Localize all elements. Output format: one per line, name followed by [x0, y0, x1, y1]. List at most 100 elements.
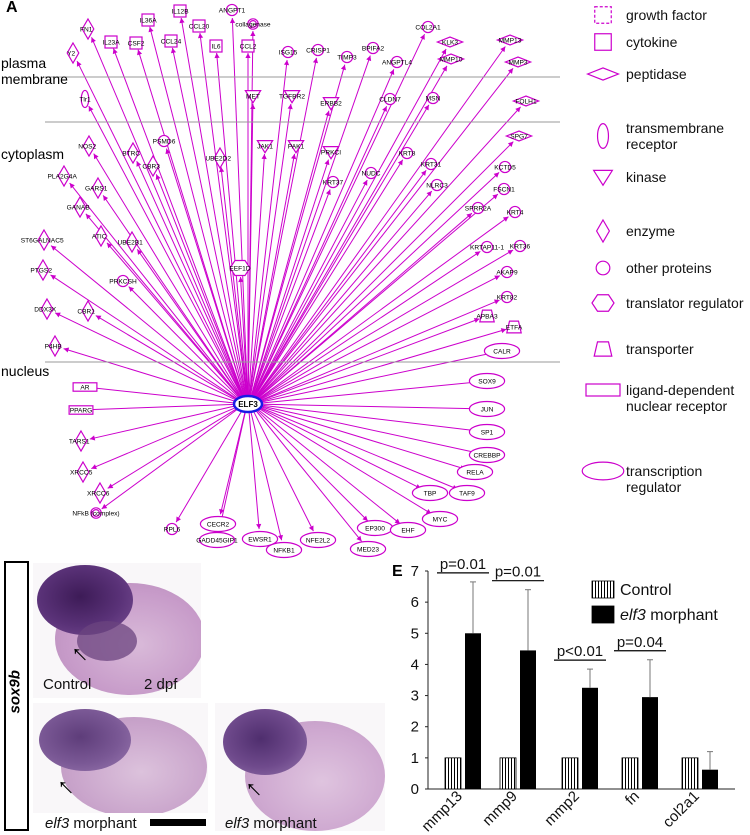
network-node-spg7: SPG7: [504, 130, 534, 142]
node-shape-enzyme: [93, 481, 107, 505]
legend-item-translator-regulator: translator regulator: [591, 294, 744, 312]
arrowhead: [420, 34, 425, 40]
node-shape-enzyme: [73, 195, 87, 219]
network-edge: [155, 174, 245, 399]
network-node-tlr1: Tlr1: [79, 89, 91, 109]
node-label: MET: [246, 93, 260, 100]
significance-mmp9: p=0.01: [492, 564, 544, 582]
node-label: PPARG: [70, 407, 93, 414]
node-label: APBA3: [476, 313, 498, 320]
arrowhead: [137, 249, 143, 255]
chart-legend: Control elf3 morphant: [591, 580, 718, 624]
node-shape-enzyme: [126, 141, 140, 165]
node-label: CLDN7: [379, 96, 401, 103]
node-shape-cytokine: [241, 39, 255, 53]
node-label: MMP10: [440, 56, 463, 63]
legend-label: kinase: [626, 169, 667, 185]
network-edge: [257, 299, 500, 403]
node-label: KRT31: [421, 161, 442, 168]
arrowhead: [515, 106, 521, 113]
network-node-tgfbr2: TGFBR2: [279, 89, 305, 104]
network-edge: [85, 213, 242, 400]
node-shape-other: [311, 43, 325, 57]
network-node-btrc: BTRC: [122, 141, 140, 165]
node-shape-cytokine: [164, 34, 178, 48]
network-edge: [102, 195, 243, 400]
network-edge: [251, 106, 388, 399]
network-node-apba3: APBA3: [476, 309, 498, 323]
legend-entry-control: Control: [620, 582, 672, 599]
node-label: JAK1: [257, 143, 273, 150]
compartment-dividers: [45, 76, 560, 363]
network-node-eef1d: EEF1D: [229, 259, 251, 277]
arrowhead: [441, 48, 447, 55]
arrowhead: [165, 148, 171, 155]
node-shape-enzyme: [125, 230, 139, 254]
node-shape-enzyme: [94, 224, 108, 248]
arrowhead: [256, 523, 262, 530]
arrowhead: [238, 276, 244, 283]
node-shape-other: [424, 157, 438, 171]
arrowhead: [324, 159, 330, 166]
node-shape-transcription: [349, 540, 387, 558]
node-shape-enzyme: [81, 17, 95, 41]
node-label: NFkB (complex): [72, 510, 119, 517]
node-shape-enzyme: [48, 334, 62, 358]
node-label: MED23: [357, 546, 379, 553]
legend-entry-elf3-morphant: elf3 morphant: [620, 607, 718, 624]
node-label: KRT36: [510, 243, 531, 250]
y-tick-label: 5: [411, 625, 419, 642]
network-node-ddx3x: DDX3X: [34, 297, 57, 321]
network-edge: [250, 159, 329, 399]
node-label: EEF1D: [229, 265, 250, 272]
network-edge: [180, 17, 247, 399]
node-shape-other: [165, 522, 179, 536]
node-shape-peptidase: [495, 34, 525, 46]
node-shape-cytokine: [104, 35, 118, 49]
arrowhead: [219, 508, 225, 515]
legend-shape-translator-regulator: [591, 294, 615, 312]
network-edge: [249, 153, 296, 399]
bar-control-mmp13: [444, 757, 462, 790]
node-shape-enzyme: [66, 41, 80, 65]
arrowhead: [426, 191, 432, 197]
network-node-prkci: PRKCI: [321, 146, 341, 160]
network-node-ewsr1: EWSR1: [241, 530, 279, 548]
node-shape-other: [340, 50, 354, 64]
arrowhead: [136, 161, 142, 167]
node-label: ST6GALNAC5: [21, 237, 64, 244]
node-label: XRCC5: [70, 469, 93, 476]
network-edge: [250, 110, 330, 399]
network-node-krt4: KRT4: [507, 205, 524, 219]
scale-bar: [150, 819, 206, 826]
node-shape-peptidase: [435, 36, 465, 48]
arrowhead: [424, 104, 429, 111]
node-shape-transporter: [479, 309, 495, 323]
x-tick-label: col2a1: [660, 788, 703, 831]
node-label: PLA2G4A: [48, 173, 78, 180]
network-node-crisp1: CRISP1: [306, 43, 330, 57]
network-node-etfa: ETFA: [506, 320, 523, 334]
node-shape-transcription: [198, 531, 236, 549]
network-edge: [231, 17, 249, 399]
network-node-y2: Y2: [66, 41, 80, 65]
arrowhead: [155, 174, 161, 180]
network-node-ube2b1: UBE2B1: [118, 230, 143, 254]
network-node-nos2: NOS2: [78, 134, 97, 158]
network-node-krtap11-1: KRTAP11-1: [470, 240, 504, 254]
network-node-psmd6: PSMD6: [153, 134, 176, 148]
network-node-ep300: EP300: [356, 519, 394, 537]
network-edge: [136, 249, 243, 400]
node-label: NFE2L2: [306, 537, 331, 544]
network-edge: [90, 387, 239, 404]
y-tick-label: 0: [411, 781, 419, 798]
node-label: RPL6: [164, 526, 181, 533]
node-shape-peptidase: [504, 130, 534, 142]
node-shape-other: [480, 240, 494, 254]
network-node-calr: CALR: [483, 342, 521, 360]
network-node-bpifa2: BPIFA2: [362, 41, 385, 55]
